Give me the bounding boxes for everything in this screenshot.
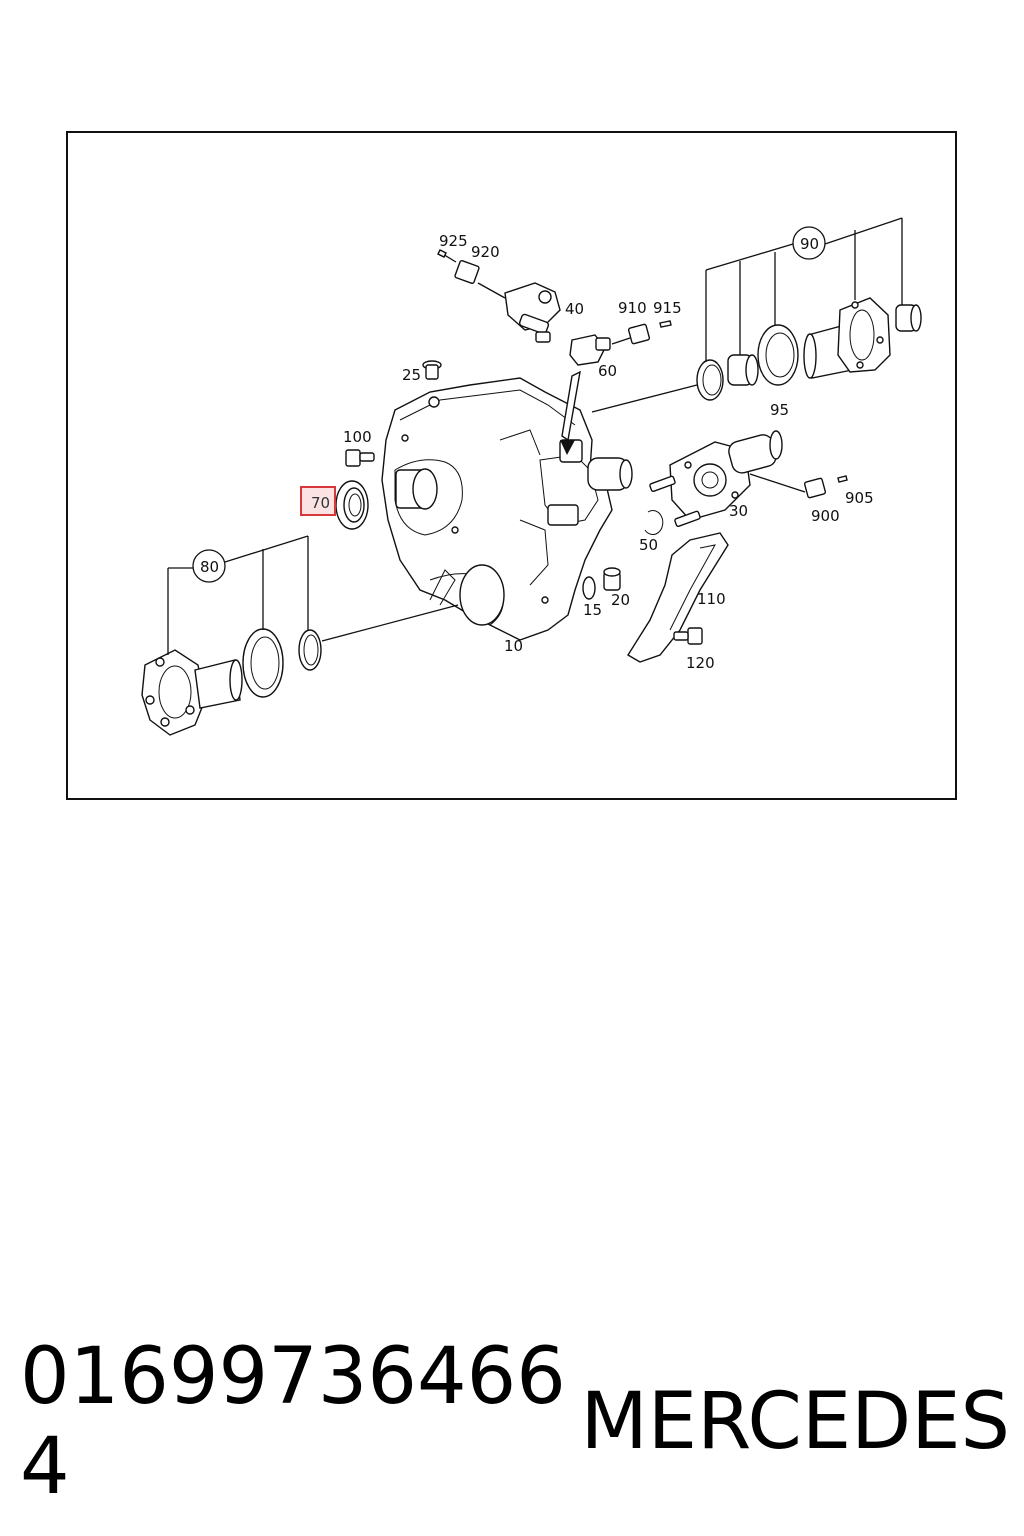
sensor-60	[560, 320, 672, 455]
diagram-frame	[66, 131, 957, 800]
callout-905: 905	[845, 489, 874, 507]
callout-90: 90	[800, 235, 819, 253]
callout-80: 80	[200, 558, 219, 576]
callout-30: 30	[729, 502, 748, 520]
bolt-100	[345, 449, 375, 467]
callout-labels: 925 920 40 910 915 90 60 25 95 100 70 90…	[192, 226, 874, 672]
callout-100: 100	[343, 428, 372, 446]
transfer-case-housing	[381, 377, 633, 641]
callout-15: 15	[583, 601, 602, 619]
callout-925: 925	[439, 232, 468, 250]
bolt-120	[673, 627, 703, 645]
callout-40: 40	[565, 300, 584, 318]
callout-50: 50	[639, 536, 658, 554]
callout-110: 110	[697, 590, 726, 608]
leader-lines	[167, 217, 903, 655]
callout-910: 910	[618, 299, 647, 317]
brand-name: MERCEDES	[580, 1377, 1011, 1467]
heat-shield-110	[627, 532, 729, 663]
callout-20: 20	[611, 591, 630, 609]
highlight-box-70	[300, 486, 336, 516]
seal-70	[335, 480, 369, 530]
callout-10: 10	[504, 637, 523, 655]
callout-120: 120	[686, 654, 715, 672]
footer: 01699736466​4 MERCEDES	[20, 1332, 1011, 1512]
part-number: 01699736466​4	[20, 1332, 566, 1512]
callout-920: 920	[471, 243, 500, 261]
callout-60: 60	[598, 362, 617, 380]
oring-15	[582, 576, 596, 600]
callout-25: 25	[402, 366, 421, 384]
callout-915: 915	[653, 299, 682, 317]
flange-80	[141, 628, 322, 736]
circlip-50	[644, 510, 664, 535]
plug-20	[603, 567, 621, 591]
flange-assembly-90	[696, 297, 922, 401]
callout-95: 95	[770, 401, 789, 419]
callout-900: 900	[811, 507, 840, 525]
callout-80-circle	[192, 549, 226, 583]
plug-25	[422, 360, 442, 380]
callout-70: 70	[311, 494, 330, 512]
callout-90-circle	[792, 226, 826, 260]
sensor-bracket-40	[437, 249, 561, 343]
actuator-motor-30	[649, 430, 848, 527]
